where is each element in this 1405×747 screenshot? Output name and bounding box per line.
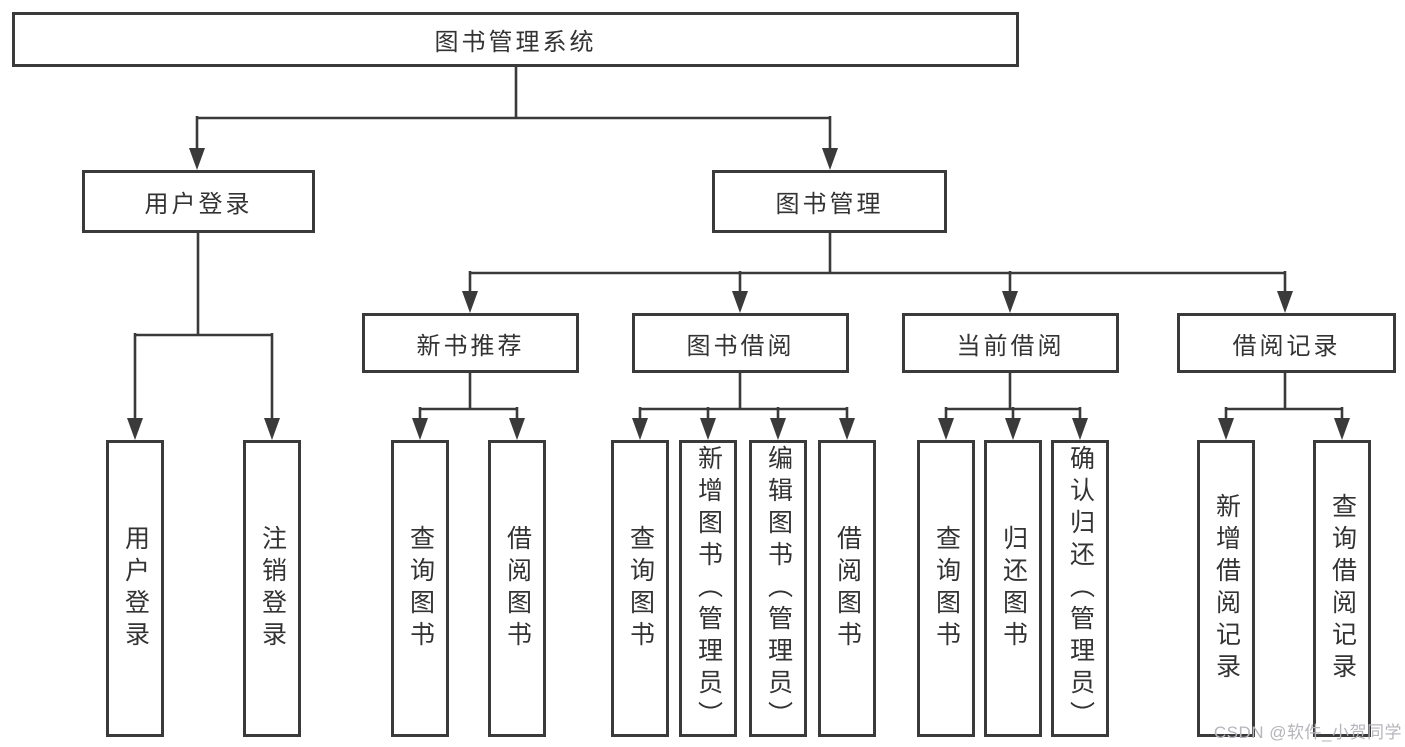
node-leaf-query-books-current: 查询图书: [917, 440, 975, 737]
node-leaf-edit-book-admin-label: 编辑图书（管理员）: [764, 444, 793, 733]
node-leaf-borrow-books: 借阅图书: [818, 440, 876, 737]
node-leaf-query-borrow-record: 查询借阅记录: [1313, 440, 1371, 737]
connectors-new-book-recommend: [412, 373, 525, 440]
node-leaf-confirm-return-admin: 确认归还（管理员）: [1051, 440, 1109, 737]
node-leaf-edit-book-admin: 编辑图书（管理员）: [749, 440, 807, 737]
node-book-management: 图书管理: [712, 170, 947, 233]
node-leaf-user-login: 用户登录: [106, 440, 164, 737]
node-leaf-add-book-admin: 新增图书（管理员）: [679, 440, 737, 737]
node-new-book-recommend: 新书推荐: [362, 313, 579, 373]
node-leaf-return-books: 归还图书: [984, 440, 1042, 737]
node-new-book-recommend-label: 新书推荐: [416, 332, 525, 360]
node-current-borrow-label: 当前借阅: [956, 332, 1065, 360]
node-leaf-add-book-admin-label: 新增图书（管理员）: [694, 444, 723, 733]
node-leaf-borrow-books-label: 借阅图书: [833, 524, 862, 653]
connectors-root: [189, 67, 838, 170]
connectors-book-borrow: [632, 373, 855, 440]
node-leaf-add-borrow-record: 新增借阅记录: [1197, 440, 1255, 737]
csdn-watermark: CSDN @软件_小贺同学: [1213, 723, 1402, 742]
node-root-system-label: 图书管理系统: [434, 29, 597, 56]
connectors-user-login: [127, 233, 280, 440]
node-leaf-logout-label: 注销登录: [258, 524, 287, 653]
node-leaf-query-books-recommend-label: 查询图书: [406, 524, 435, 653]
node-leaf-query-books-borrow: 查询图书: [611, 440, 669, 737]
node-borrow-records: 借阅记录: [1177, 313, 1396, 373]
node-leaf-query-books-current-label: 查询图书: [932, 524, 961, 653]
node-current-borrow: 当前借阅: [902, 313, 1119, 373]
connectors-borrow-records: [1218, 373, 1350, 440]
node-leaf-borrow-books-recommend: 借阅图书: [488, 440, 546, 737]
node-leaf-logout: 注销登录: [243, 440, 301, 737]
node-leaf-user-login-label: 用户登录: [121, 524, 150, 653]
node-user-login: 用户登录: [82, 170, 315, 233]
connectors-current-borrow: [938, 373, 1088, 440]
node-root-system: 图书管理系统: [12, 12, 1019, 67]
node-leaf-borrow-books-recommend-label: 借阅图书: [503, 524, 532, 653]
node-borrow-records-label: 借阅记录: [1232, 332, 1341, 360]
node-book-borrow: 图书借阅: [632, 313, 849, 373]
node-leaf-query-books-borrow-label: 查询图书: [626, 524, 655, 653]
connectors-book-management: [462, 233, 1293, 313]
node-leaf-query-borrow-record-label: 查询借阅记录: [1328, 492, 1357, 685]
node-book-management-label: 图书管理: [775, 191, 884, 218]
node-leaf-query-books-recommend: 查询图书: [391, 440, 449, 737]
node-leaf-add-borrow-record-label: 新增借阅记录: [1212, 492, 1241, 685]
node-leaf-confirm-return-admin-label: 确认归还（管理员）: [1066, 444, 1095, 733]
node-leaf-return-books-label: 归还图书: [999, 524, 1028, 653]
node-user-login-label: 用户登录: [144, 191, 253, 218]
node-book-borrow-label: 图书借阅: [686, 332, 795, 360]
